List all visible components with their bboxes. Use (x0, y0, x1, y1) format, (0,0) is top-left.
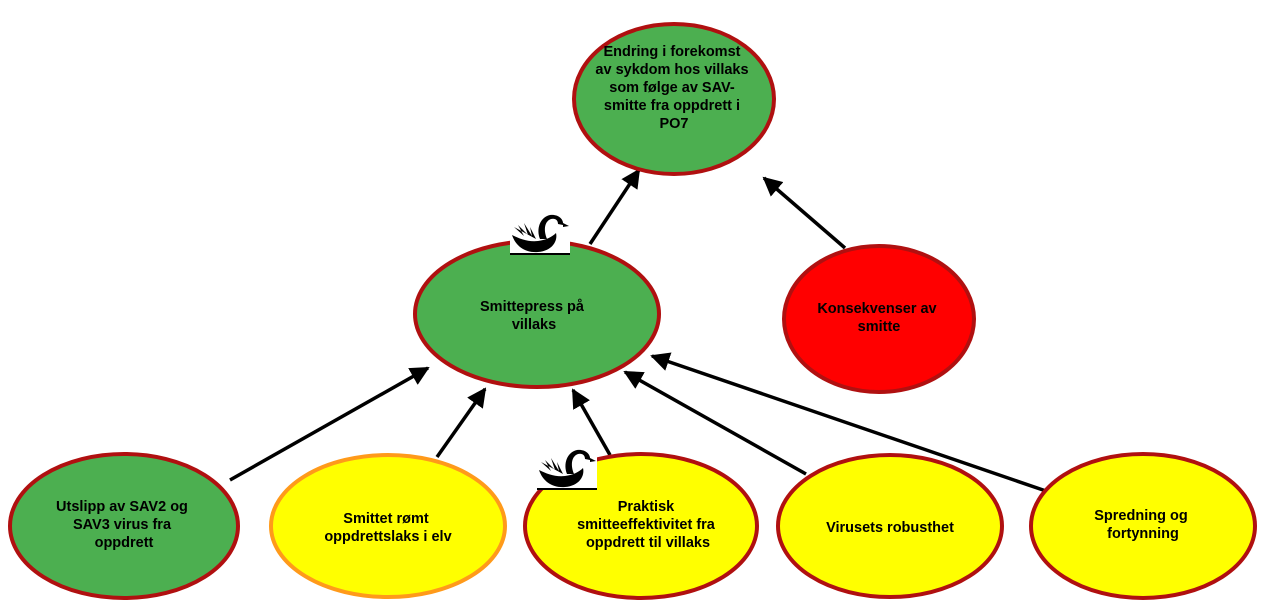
node-smittet-romt[interactable]: Smittet rømt oppdrettslaks i elv (269, 453, 507, 599)
node-label: Utslipp av SAV2 og SAV3 virus fra oppdre… (56, 499, 192, 551)
node-label-line: Smittepress på (480, 299, 585, 315)
arrow-konsekvenser-to-top (762, 176, 847, 250)
node-shape (782, 244, 976, 394)
node-label: Spredning og fortynning (1094, 508, 1191, 542)
node-virusets-robusthet[interactable]: Virusets robusthet (776, 453, 1004, 599)
node-label: Virusets robusthet (826, 520, 954, 536)
node-label-line: oppdrett (95, 535, 154, 551)
node-smittepress[interactable]: Smittepress på villaks (413, 239, 661, 389)
node-label-line: Smittet rømt (343, 511, 429, 527)
node-label: Endring i forekomst av sykdom hos villak… (595, 44, 752, 132)
node-label: Smittet rømt oppdrettslaks i elv (324, 511, 451, 545)
node-label-line: Praktisk (618, 499, 675, 515)
node-label-line: oppdrett til villaks (586, 535, 710, 551)
black-swan-icon (537, 444, 597, 490)
node-shape (776, 453, 1004, 599)
arrow-smittet-to-smittepress (435, 387, 487, 459)
node-label-line: PO7 (659, 116, 688, 132)
node-shape (269, 453, 507, 599)
node-label-line: Virusets robusthet (826, 520, 954, 536)
node-shape (572, 22, 776, 176)
node-label-line: smitte fra oppdrett i (604, 98, 740, 114)
black-swan-icon (510, 209, 570, 255)
arrow-utslipp-to-smittepress (229, 366, 430, 482)
node-label-line: fortynning (1107, 526, 1179, 542)
node-label-line: Utslipp av SAV2 og (56, 499, 188, 515)
node-label-line: Endring i forekomst (604, 44, 741, 60)
node-label-line: som følge av SAV- (609, 80, 735, 96)
node-utslipp[interactable]: Utslipp av SAV2 og SAV3 virus fra oppdre… (8, 452, 240, 600)
node-spredning[interactable]: Spredning og fortynning (1029, 452, 1257, 600)
node-label-line: smitteeffektivitet fra (577, 517, 716, 533)
arrows (229, 168, 1047, 493)
node-shape (8, 452, 240, 600)
arrow-virusets-to-smittepress (623, 370, 807, 476)
node-label-line: villaks (512, 317, 556, 333)
node-label: Praktisk smitteeffektivitet fra oppdrett… (577, 499, 719, 551)
arrow-smittepress-to-top (588, 168, 641, 245)
node-label-line: av sykdom hos villaks (595, 62, 748, 78)
node-label: Konsekvenser av smitte (817, 301, 940, 335)
node-shape (1029, 452, 1257, 600)
node-praktisk[interactable]: Praktisk smitteeffektivitet fra oppdrett… (523, 452, 759, 600)
node-label-line: Spredning og (1094, 508, 1187, 524)
node-konsekvenser[interactable]: Konsekvenser av smitte (782, 244, 976, 394)
node-label-line: Konsekvenser av (817, 301, 936, 317)
node-label-line: SAV3 virus fra (73, 517, 172, 533)
arrow-praktisk-to-smittepress (571, 388, 612, 456)
node-endring-forekomst[interactable]: Endring i forekomst av sykdom hos villak… (572, 22, 776, 176)
arrow-spredning-to-smittepress (650, 352, 1047, 493)
node-label-line: oppdrettslaks i elv (324, 529, 451, 545)
node-shape (523, 452, 759, 600)
node-label: Smittepress på villaks (480, 299, 588, 333)
node-label-line: smitte (858, 319, 901, 335)
